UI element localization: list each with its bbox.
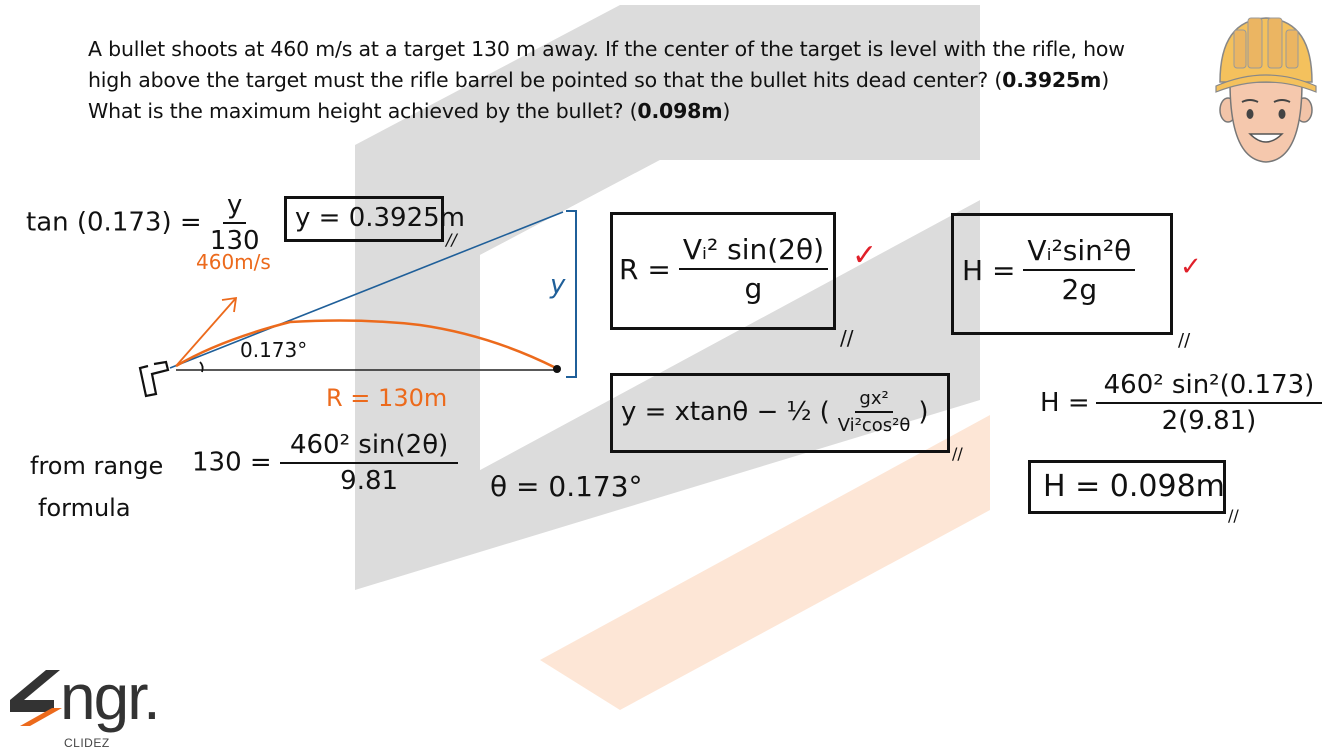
max-height-substitution: H = 460² sin²(0.173)2(9.81) <box>1040 370 1323 436</box>
question-line-1: A bullet shoots at 460 m/s at a target 1… <box>88 37 1125 61</box>
check-mark-icon: ✓ <box>1180 252 1202 282</box>
logo-subtext: CLIDEZ <box>64 736 110 750</box>
answer-max-height: 0.098m <box>637 99 723 123</box>
double-tick-mark: // <box>840 326 854 350</box>
angle-label: 0.173° <box>240 338 308 362</box>
logo-text: ngr. <box>60 661 161 733</box>
engineer-mascot-icon <box>1215 17 1317 163</box>
range-formula-substitution: 130 = 460² sin(2θ)9.81 <box>192 430 459 496</box>
velocity-label: 460m/s <box>196 250 271 274</box>
height-label: y <box>550 270 566 300</box>
check-mark-icon: ✓ <box>852 238 878 273</box>
range-formula-label: from range formula <box>30 452 164 522</box>
double-tick-mark: // <box>952 444 963 463</box>
double-tick-mark: // <box>1228 506 1239 525</box>
answer-height: 0.3925m <box>1002 68 1102 92</box>
max-height-result-box: H = 0.098m <box>1028 460 1226 514</box>
range-formula-box: R = Vᵢ² sin(2θ)g <box>610 212 836 330</box>
double-tick-mark: // <box>1178 330 1191 351</box>
theta-result: θ = 0.173° <box>490 470 643 503</box>
range-label: R = 130m <box>326 384 448 412</box>
question-text: A bullet shoots at 460 m/s at a target 1… <box>88 34 1188 127</box>
question-line-2: high above the target must the rifle bar… <box>88 68 1110 92</box>
double-tick-mark: // <box>446 230 457 249</box>
engr-logo-icon <box>10 670 62 726</box>
y-result-box: y = 0.3925m <box>284 196 465 242</box>
question-line-3: What is the maximum height achieved by t… <box>88 99 731 123</box>
